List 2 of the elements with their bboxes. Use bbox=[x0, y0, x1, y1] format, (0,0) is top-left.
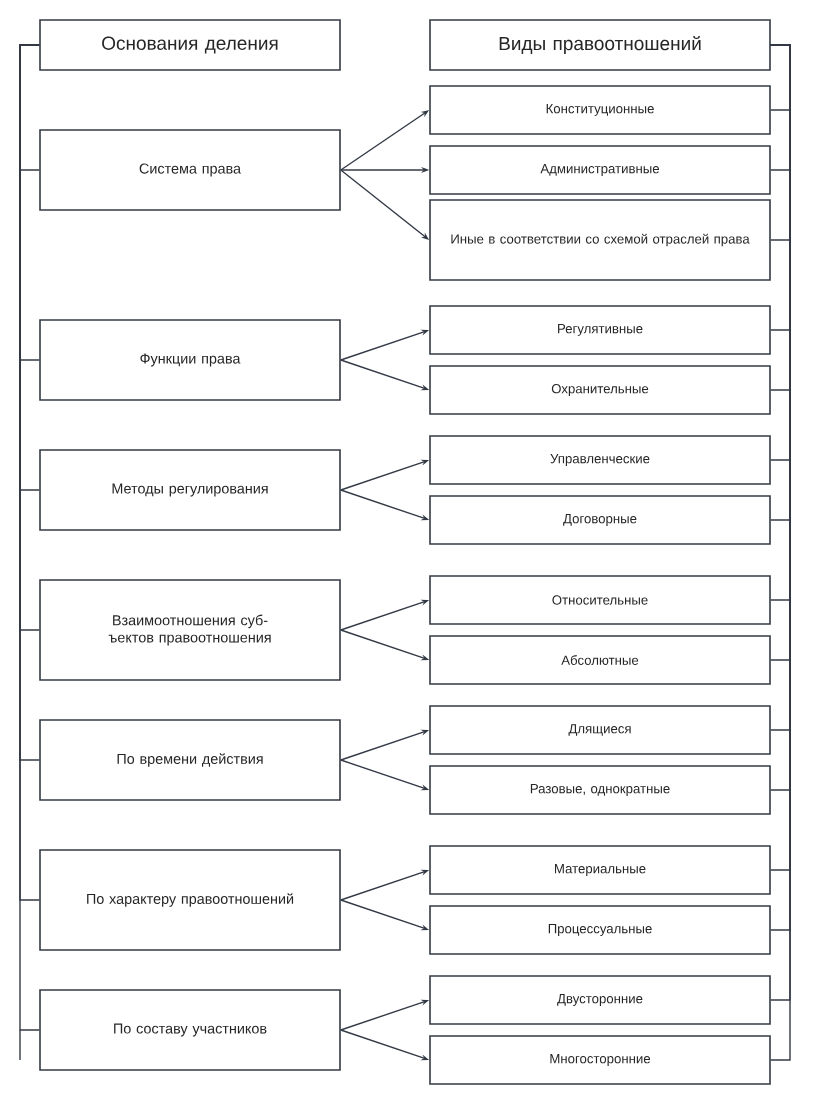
header-box: Основания деления bbox=[39, 19, 341, 71]
header-box: Виды правоотношений bbox=[429, 19, 771, 71]
